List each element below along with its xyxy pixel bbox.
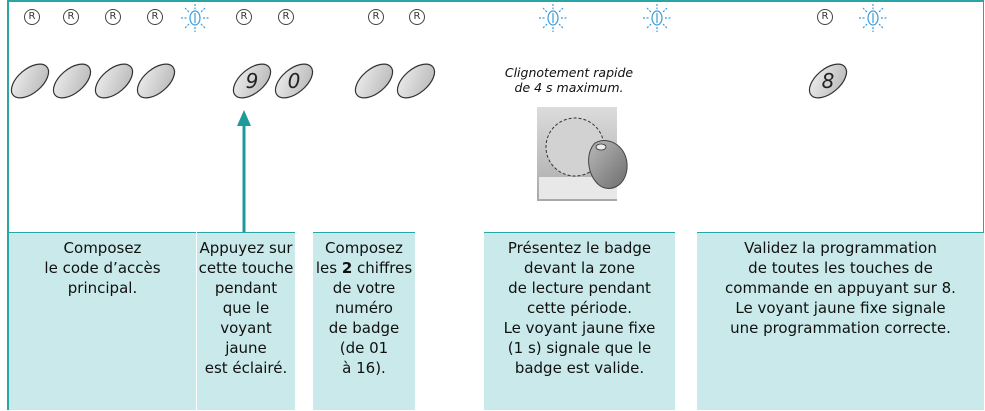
step-3-text-pre: Composez les: [315, 239, 403, 277]
r-indicator-3: R: [105, 9, 121, 25]
badge-reader-illustration: [537, 107, 628, 201]
step-3-text-bold: 2: [341, 259, 353, 277]
key-0-label: 0: [288, 69, 301, 93]
step-2-cell: Appuyez sur cette touche pendant que le …: [197, 232, 295, 410]
r-indicator-9: R: [817, 9, 833, 25]
key-0[interactable]: 0: [268, 59, 320, 103]
r-indicator-8: R: [409, 9, 425, 25]
step-1-text: Composez le code d’accès principal.: [44, 239, 161, 297]
step-5-text: Validez la programmation de toutes les t…: [725, 239, 956, 337]
led-blink-icon: [859, 4, 887, 32]
r-indicator-1: R: [24, 9, 40, 25]
step-3-cell: Composez les 2 chiffres de votre numéro …: [313, 232, 415, 410]
step-5-cell: Validez la programmation de toutes les t…: [697, 232, 984, 410]
r-indicator-4: R: [147, 9, 163, 25]
step-4-text: Présentez le badge devant la zone de lec…: [503, 239, 656, 377]
r-indicator-6: R: [278, 9, 294, 25]
led-blink-icon: [181, 4, 209, 32]
diagram-frame: [7, 0, 984, 410]
led-blink-icon: [643, 4, 671, 32]
step-4-cell: Présentez le badge devant la zone de lec…: [484, 232, 675, 410]
r-indicator-2: R: [63, 9, 79, 25]
step-1-cell: Composez le code d’accès principal.: [9, 232, 196, 410]
blink-note-line1: Clignotement rapide: [504, 65, 634, 80]
r-indicator-5: R: [236, 9, 252, 25]
step-3-text-post: chiffres de votre numéro de badge (de 01…: [328, 259, 413, 377]
key-8-label: 8: [822, 69, 835, 93]
key-8[interactable]: 8: [802, 59, 854, 103]
r-indicator-7: R: [368, 9, 384, 25]
key-9[interactable]: 9: [226, 59, 278, 103]
badge-number-keys: [354, 63, 436, 99]
arrow-up-icon: [237, 110, 251, 234]
led-blink-icon: [539, 4, 567, 32]
step-2-text: Appuyez sur cette touche pendant que le …: [198, 239, 294, 377]
key-9-label: 9: [246, 69, 259, 93]
access-code-keys: [10, 63, 176, 99]
blink-note-line2: de 4 s maximum.: [514, 80, 624, 95]
blink-note: Clignotement rapide de 4 s maximum.: [484, 65, 654, 95]
